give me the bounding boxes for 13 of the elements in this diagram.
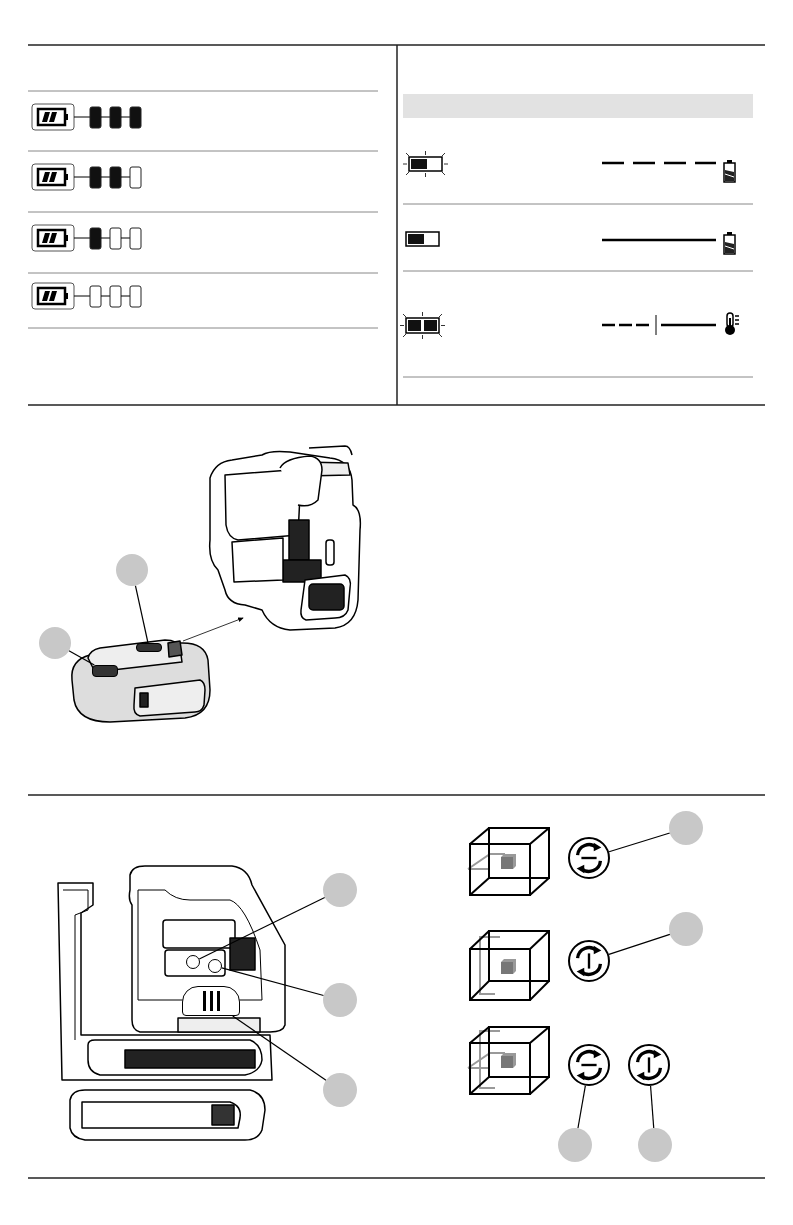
leader-line <box>577 1085 586 1129</box>
leader-line <box>134 585 149 644</box>
leader-line <box>68 650 95 666</box>
horizontal-line-mode-icon <box>568 1044 610 1086</box>
horizontal-line-mode-icon <box>568 837 610 879</box>
vertical-line-mode-icon <box>568 940 610 982</box>
leader-line <box>198 896 326 960</box>
vertical-line-mode-icon <box>628 1044 670 1086</box>
battery-terminal-block <box>136 643 162 652</box>
leader-line <box>649 1085 655 1129</box>
leader-line <box>221 967 325 997</box>
battery-grip-ribs <box>92 665 118 677</box>
pendulum-lock-switch <box>182 986 240 1016</box>
